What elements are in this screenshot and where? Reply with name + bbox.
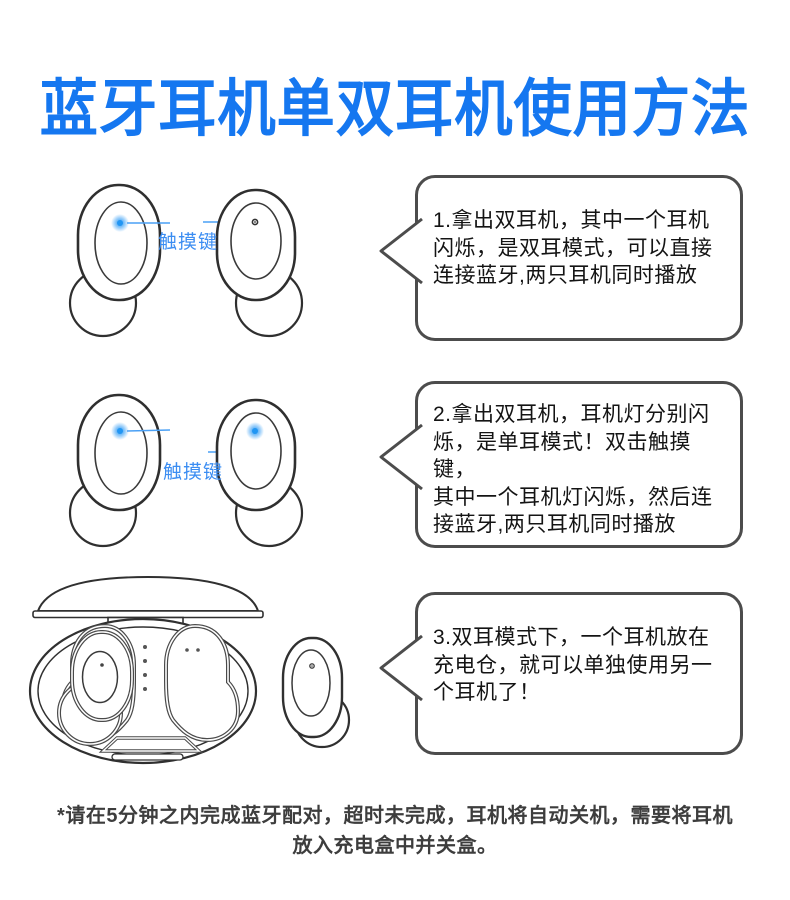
bubble-text-1: 1.拿出双耳机，其中一个耳机 闪烁，是双耳模式，可以直接 连接蓝牙,两只耳机同时…: [418, 178, 740, 290]
bubble-line: 连接蓝牙,两只耳机同时播放: [433, 264, 698, 287]
led-off-icon: [309, 663, 315, 669]
led-off-icon: [251, 218, 259, 226]
bubble-tail-icon: [379, 217, 423, 285]
footer-note: *请在5分钟之内完成蓝牙配对，超时未完成，耳机将自动关机，需要将耳机 放入充电盒…: [0, 801, 790, 861]
left-earbud-in-case: [57, 630, 134, 746]
footer-line: 放入充电盒中并关盒。: [292, 835, 498, 857]
bubble-line: 烁，是单耳模式！双击触摸键，: [433, 430, 691, 482]
touch-key-label-1: 触摸键: [158, 232, 219, 253]
left-earbud: [68, 183, 162, 338]
bubble-text-3: 3.双耳模式下，一个耳机放在 充电仓，就可以单独使用另一 个耳机了！: [418, 595, 740, 707]
led-dot: [100, 663, 104, 667]
right-earbud: [215, 188, 304, 338]
bubble-line: 个耳机了！: [433, 681, 541, 704]
page-title: 蓝牙耳机单双耳机使用方法: [0, 58, 790, 148]
case-led-dots: [143, 645, 147, 691]
bubble-tail-icon: [379, 634, 423, 702]
earbuds-illustration-single-mode: [68, 393, 304, 548]
right-earbud: [215, 398, 304, 548]
standalone-earbud: [281, 636, 351, 749]
right-slot: [164, 623, 241, 743]
bottom-tray: [98, 736, 204, 761]
footer-line: *请在5分钟之内完成蓝牙配对，超时未完成，耳机将自动关机，需要将耳机: [57, 805, 733, 827]
contact-pin: [185, 648, 189, 652]
speech-bubble-1: 1.拿出双耳机，其中一个耳机 闪烁，是双耳模式，可以直接 连接蓝牙,两只耳机同时…: [379, 175, 743, 341]
bubble-line: 其中一个耳机灯闪烁，然后连: [433, 485, 713, 509]
bubble-line: 闪烁，是双耳模式，可以直接: [433, 236, 713, 260]
charging-case-illustration: [28, 575, 351, 765]
page-title-text: 蓝牙耳机单双耳机使用方法: [39, 75, 751, 144]
bubble-text-2: 2.拿出双耳机，耳机灯分别闪 烁，是单耳模式！双击触摸键， 其中一个耳机灯闪烁，…: [418, 384, 740, 539]
earbuds-illustration-dual-mode: [68, 183, 304, 338]
pointer-line-left: [126, 429, 171, 432]
speech-bubble-2: 2.拿出双耳机，耳机灯分别闪 烁，是单耳模式！双击触摸键， 其中一个耳机灯闪烁，…: [379, 381, 743, 548]
bubble-line: 2.拿出双耳机，耳机灯分别闪: [433, 403, 710, 426]
bubble-line: 充电仓，就可以单独使用另一: [433, 653, 713, 677]
bubble-line: 3.双耳模式下，一个耳机放在: [433, 626, 710, 649]
speech-bubble-3: 3.双耳模式下，一个耳机放在 充电仓，就可以单独使用另一 个耳机了！: [379, 592, 743, 755]
touch-key-label-2: 触摸键: [163, 462, 224, 483]
case-lid: [36, 575, 260, 612]
left-earbud: [68, 393, 162, 548]
bubble-line: 接蓝牙,两只耳机同时播放: [433, 513, 676, 536]
bubble-line: 1.拿出双耳机，其中一个耳机: [433, 209, 710, 232]
contact-pin: [196, 648, 200, 652]
bubble-tail-icon: [379, 423, 423, 491]
